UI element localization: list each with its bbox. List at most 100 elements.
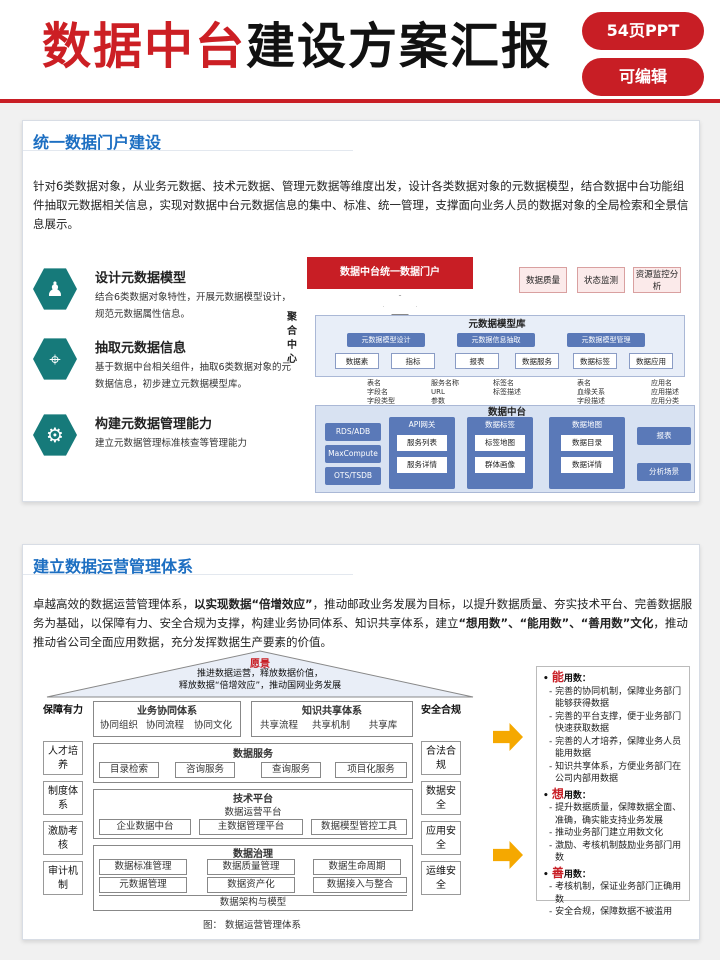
feature-item: ⌖ 抽取元数据信息 基于数据中台相关组件，抽取6类数据对象的元数据信息，初步建立… xyxy=(33,337,303,397)
report-box: 报表 xyxy=(637,427,691,445)
list-item: - 考核机制，保证业务部门正确用数 xyxy=(549,882,682,905)
can-use-heading: • 能用数： xyxy=(543,670,591,684)
system-box: 制度体系 xyxy=(43,781,83,815)
service-item: 查询服务 xyxy=(261,762,321,778)
biz-item: 协同文化 xyxy=(189,719,237,733)
header: 数据中台建设方案汇报 54页PPT 可编辑 xyxy=(0,0,720,102)
right-arrow-icon xyxy=(493,723,523,751)
list-item: - 安全合规，保障数据不被滥用 xyxy=(549,907,673,917)
vision-title: 愿景 xyxy=(250,659,270,670)
object-box: 报表 xyxy=(455,353,499,369)
ops-platform-label: 数据运营平台 xyxy=(224,807,282,818)
page-count-badge: 54页PPT xyxy=(582,12,704,50)
object-box: 数据服务 xyxy=(515,353,559,369)
lib-item: 元数据模型设计 xyxy=(347,333,425,347)
list-item: - 激励、考核机制鼓励业务部门用数 xyxy=(549,840,682,864)
object-box: 指标 xyxy=(391,353,435,369)
biz-item: 协同组织 xyxy=(97,719,141,733)
knowledge-item: 共享库 xyxy=(361,719,405,733)
tech-item: 企业数据中台 xyxy=(99,819,191,835)
storage-box: RDS/ADB xyxy=(325,423,381,441)
data-map-title: 数据地图 xyxy=(572,420,602,429)
feature-title: 构建元数据管理能力 xyxy=(95,417,213,432)
lib-item: 元数据信息抽取 xyxy=(457,333,535,347)
tech-platform-title: 技术平台 xyxy=(233,794,273,805)
portal-section-card: 统一数据门户建设 针对6类数据对象，从业务元数据、技术元数据、管理元数据等维度出… xyxy=(22,120,700,502)
section-intro: 针对6类数据对象，从业务元数据、技术元数据、管理元数据等维度出发，设计各类数据对… xyxy=(33,179,689,231)
knowledge-item: 共享机制 xyxy=(307,719,355,733)
people-icon: ♟ xyxy=(33,268,77,310)
knowledge-title: 知识共享体系 xyxy=(302,706,362,717)
architecture-bar: 数据架构与模型 xyxy=(99,895,407,910)
quality-box: 数据质量 xyxy=(519,267,567,293)
portal-diagram: 数据中台统一数据门户 数据质量 状态监测 资源监控分析 聚合中心 元数据模型库 … xyxy=(287,255,697,493)
house-roof xyxy=(46,650,474,698)
vision-text: 推进数据运营，释放数据价值，释放数据“倍增效应”，推动国网业务发展 xyxy=(178,669,342,691)
monitor-box: 状态监测 xyxy=(577,267,625,293)
aggregation-label: 聚合中心 xyxy=(287,312,297,365)
feature-item: ♟ 设计元数据模型 结合6类数据对象特性，开展元数据模型设计，规范元数据属性信息… xyxy=(33,267,303,327)
tech-item: 主数据管理平台 xyxy=(199,819,303,835)
knowledge-item: 共享流程 xyxy=(255,719,303,733)
app-security-box: 应用安全 xyxy=(421,821,461,855)
header-divider xyxy=(0,99,720,103)
service-detail-box: 服务详情 xyxy=(397,457,447,473)
right-arrow-icon xyxy=(493,841,523,869)
governance-item: 数据接入与整合 xyxy=(313,877,407,893)
biz-collab-title: 业务协同体系 xyxy=(137,706,197,717)
service-item: 项目化服务 xyxy=(335,762,407,778)
portrait-box: 群体画像 xyxy=(475,457,525,473)
feature-title: 设计元数据模型 xyxy=(95,271,187,286)
feature-item: ⚙ 构建元数据管理能力 建立元数据管理标准核查等管理能力 xyxy=(33,413,303,473)
operation-section-card: 建立数据运营管理体系 卓越高效的数据运营管理体系，以实现数据“倍增效应”，推动邮… xyxy=(22,544,700,940)
data-detail-box: 数据详情 xyxy=(561,457,613,473)
up-arrow-icon xyxy=(383,295,417,315)
tech-platform-box xyxy=(93,789,413,839)
biz-item: 协同流程 xyxy=(143,719,187,733)
storage-box: MaxCompute xyxy=(325,445,381,463)
good-use-heading: • 善用数： xyxy=(543,865,591,880)
feature-desc: 建立元数据管理标准核查等管理能力 xyxy=(95,438,248,449)
api-gateway-title: API网关 xyxy=(408,420,436,429)
platform-title: 数据中台 xyxy=(487,407,526,418)
list-item: - 知识共享体系，方便业务部门在公司内部用数据 xyxy=(549,761,682,785)
list-item: - 推动业务部门建立用数文化 xyxy=(549,828,664,838)
attr-group: 应用名应用描述应用分类 xyxy=(651,379,679,405)
governance-item: 数据生命周期 xyxy=(313,859,401,875)
section-title: 建立数据运营管理体系 xyxy=(33,557,194,576)
ops-security-box: 运维安全 xyxy=(421,861,461,895)
list-item: - 完善的平台支撑，便于业务部门快速获取数据 xyxy=(549,711,682,735)
section-header-bar xyxy=(23,545,353,575)
data-service-title: 数据服务 xyxy=(233,749,273,760)
incentive-box: 激励考核 xyxy=(43,821,83,855)
legal-box: 合法合规 xyxy=(421,741,461,775)
governance-item: 数据标准管理 xyxy=(99,859,187,875)
data-security-box: 数据安全 xyxy=(421,781,461,815)
tech-item: 数据模型管控工具 xyxy=(311,819,407,835)
governance-title: 数据治理 xyxy=(233,849,273,860)
service-item: 咨询服务 xyxy=(175,762,235,778)
biz-collab-box xyxy=(93,701,241,737)
governance-item: 元数据管理 xyxy=(99,877,187,893)
list-item: - 完善的协同机制，保障业务部门能够获得数据 xyxy=(549,686,682,710)
audit-box: 审计机制 xyxy=(43,861,83,895)
want-use-heading: • 想用数： xyxy=(543,786,591,801)
storage-box: OTS/TSDB xyxy=(325,467,381,485)
governance-item: 数据资产化 xyxy=(207,877,295,893)
library-title: 元数据模型库 xyxy=(468,319,526,330)
feature-desc: 基于数据中台相关组件，抽取6类数据对象的元数据信息，初步建立元数据模型库。 xyxy=(95,362,292,390)
governance-box xyxy=(93,845,413,911)
compliance-head: 安全合规 xyxy=(421,701,461,735)
object-box: 数据素 xyxy=(335,353,379,369)
wrench-icon: ⚙ xyxy=(33,414,77,456)
list-item: - 提升数据质量，保障数据全面、准确，确实能支持业务发展 xyxy=(549,803,682,826)
tag-map-box: 标签地图 xyxy=(475,435,525,451)
catalog-box: 数据目录 xyxy=(561,435,613,451)
section-header-bar xyxy=(23,121,353,151)
attr-group: 表名字段名字段类型 xyxy=(367,379,395,405)
section-title: 统一数据门户建设 xyxy=(33,133,162,152)
portal-box: 数据中台统一数据门户 xyxy=(307,257,473,289)
data-tag-title: 数据标签 xyxy=(485,420,515,429)
resource-box: 资源监控分析 xyxy=(633,267,681,293)
service-list-box: 服务列表 xyxy=(397,435,447,451)
